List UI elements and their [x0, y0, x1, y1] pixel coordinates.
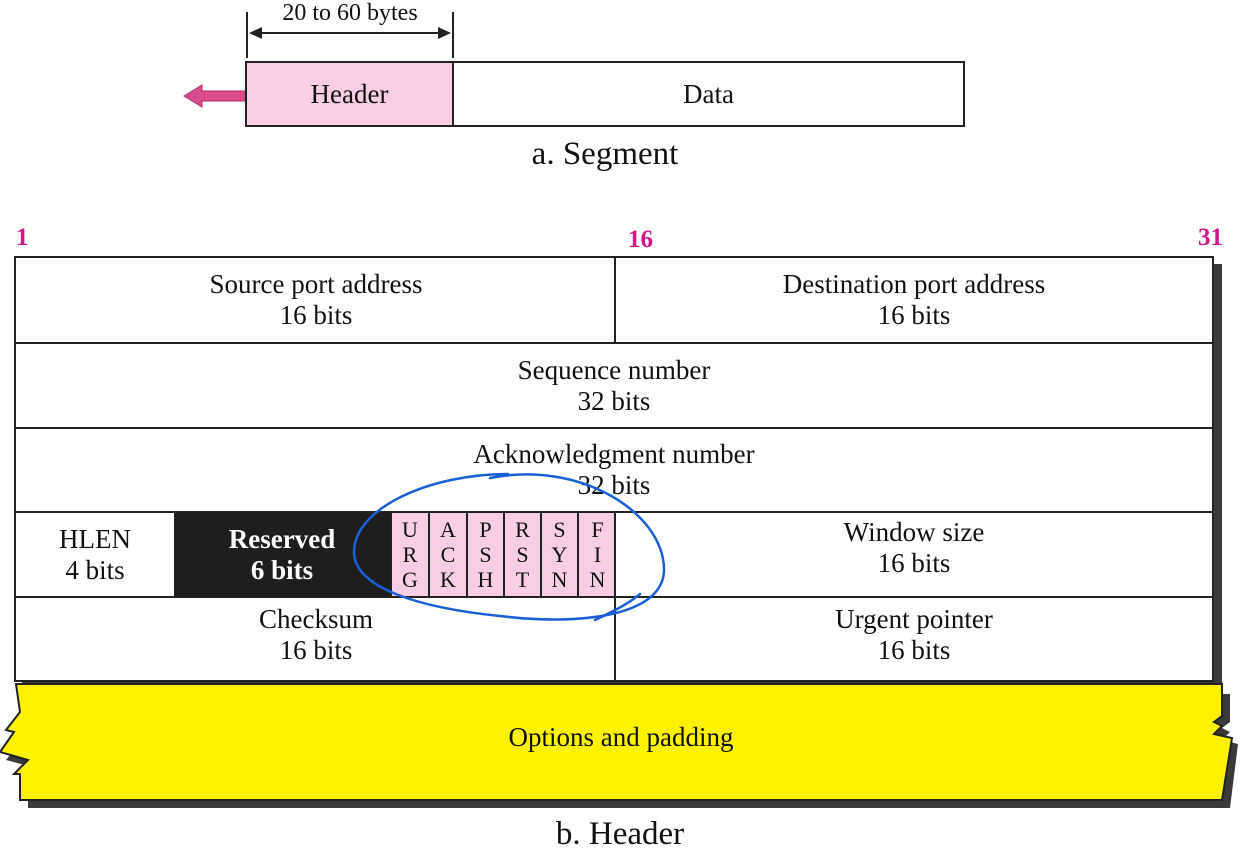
flag-letter: U	[402, 517, 418, 542]
header-row-sequence: Sequence number 32 bits	[16, 344, 1212, 429]
urgent-pointer-size: 16 bits	[877, 635, 951, 665]
flag-letter: S	[479, 542, 492, 567]
flag-letter: S	[553, 517, 566, 542]
flag-letter: H	[477, 567, 494, 592]
sequence-number-label: Sequence number	[517, 354, 711, 385]
source-port-size: 16 bits	[279, 300, 353, 330]
flag-ack: A C K	[428, 513, 466, 596]
urgent-pointer-cell: Urgent pointer 16 bits	[614, 598, 1212, 682]
hlen-cell: HLEN 4 bits	[16, 513, 174, 596]
window-size-label: Window size	[843, 517, 985, 547]
segment-header-box: Header	[245, 61, 454, 127]
flag-syn: S Y N	[540, 513, 577, 596]
checksum-size: 16 bits	[279, 635, 353, 665]
checksum-label: Checksum	[259, 604, 373, 634]
flag-letter: R	[402, 542, 418, 567]
left-arrow-icon	[183, 84, 247, 108]
options-padding-label: Options and padding	[508, 722, 734, 752]
flag-letter: C	[440, 542, 456, 567]
destination-port-cell: Destination port address 16 bits	[614, 258, 1212, 342]
flag-letter: A	[440, 517, 456, 542]
flag-letter: Y	[551, 542, 568, 567]
flag-letter: F	[591, 517, 604, 542]
destination-port-size: 16 bits	[877, 300, 951, 330]
flag-rst: R S T	[503, 513, 540, 596]
source-port-cell: Source port address 16 bits	[16, 258, 616, 342]
segment-size-label: 20 to 60 bytes	[282, 0, 418, 26]
flag-letter: N	[589, 567, 606, 592]
flag-psh: P S H	[466, 513, 503, 596]
urgent-pointer-label: Urgent pointer	[835, 604, 993, 634]
window-size-size: 16 bits	[877, 548, 951, 578]
hlen-label: HLEN	[59, 523, 131, 554]
window-size-cell: Window size 16 bits	[614, 513, 1212, 596]
flag-letter: G	[402, 567, 418, 592]
sequence-number-size: 32 bits	[577, 385, 651, 416]
source-port-label: Source port address	[209, 269, 423, 299]
segment-caption: a. Segment	[531, 136, 679, 172]
flag-letter: N	[551, 567, 568, 592]
annotation-circle	[352, 472, 666, 622]
checksum-cell: Checksum 16 bits	[16, 598, 616, 682]
flag-fin: F I N	[577, 513, 616, 596]
segment-size-dimension	[246, 12, 454, 58]
flag-letter: R	[515, 517, 530, 542]
ack-number-label: Acknowledgment number	[473, 439, 755, 469]
segment-data-label: Data	[683, 78, 734, 109]
header-row-checksum: Checksum 16 bits Urgent pointer 16 bits	[16, 598, 1212, 682]
flag-letter: S	[516, 542, 529, 567]
flag-letter: P	[479, 517, 492, 542]
sequence-number-cell: Sequence number 32 bits	[16, 344, 1212, 427]
header-caption: b. Header	[555, 816, 685, 852]
flag-letter: I	[593, 542, 602, 567]
options-band	[0, 683, 1238, 808]
destination-port-label: Destination port address	[782, 269, 1046, 299]
hlen-size: 4 bits	[65, 554, 125, 585]
reserved-size: 6 bits	[250, 554, 314, 585]
bit-number-start: 1	[16, 224, 29, 251]
bit-number-end: 31	[1198, 224, 1223, 251]
flag-letter: T	[515, 567, 530, 592]
segment-header-label: Header	[310, 78, 389, 109]
reserved-label: Reserved	[228, 523, 336, 554]
header-row-ports: Source port address 16 bits Destination …	[16, 258, 1212, 344]
flag-letter: K	[440, 567, 456, 592]
flag-urg: U R G	[390, 513, 428, 596]
bit-number-mid: 16	[628, 226, 653, 253]
segment-data-box: Data	[452, 61, 965, 127]
